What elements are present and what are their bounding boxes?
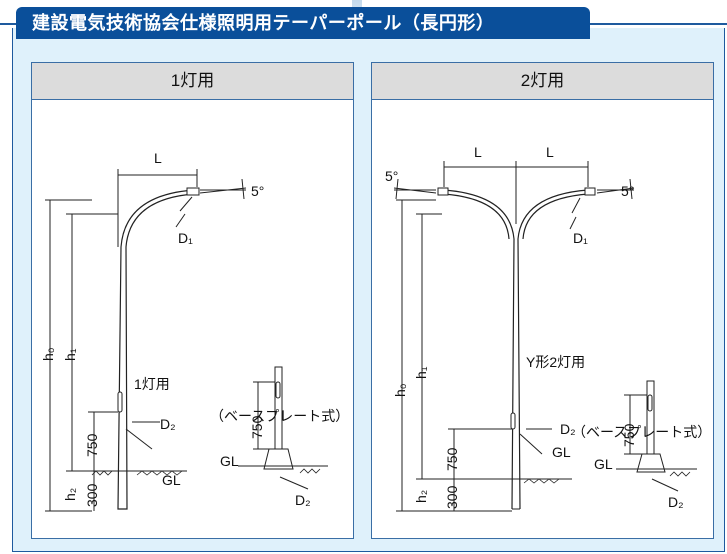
handhole [510, 412, 516, 430]
label-ground: GL [552, 444, 571, 460]
luminaire-left [437, 187, 449, 196]
luminaire [186, 187, 200, 196]
label-tilt: 5° [251, 183, 264, 199]
label-arm-length-left: L [474, 144, 482, 160]
panel-double-light: 2灯用 [371, 62, 714, 539]
label-arm-length: L [154, 150, 162, 166]
label-embed-depth: 300 [444, 485, 460, 509]
label-d2: D₂ [160, 416, 176, 432]
label-bp-d2: D₂ [295, 492, 311, 508]
label-handhole-height: 750 [444, 447, 460, 471]
label-bp-height: 750 [621, 423, 637, 447]
label-h2: h₂ [413, 490, 429, 503]
label-h2: h₂ [62, 488, 78, 501]
handhole [117, 391, 123, 413]
label-bp-height: 750 [249, 415, 265, 439]
double-pole-drawing: L L 5° 5° D₁ Y形2灯用 （ベースプレート式） D₂ GL GL D… [385, 144, 711, 512]
label-bp-d2: D₂ [668, 494, 684, 510]
luminaire-right [584, 187, 596, 196]
label-h1: h₁ [62, 348, 78, 361]
label-tilt-right: 5° [621, 183, 634, 199]
label-d2: D₂ [560, 421, 576, 437]
label-pole-caption: Y形2灯用 [526, 354, 585, 370]
label-bp-ground: GL [594, 456, 613, 472]
label-pole-caption: 1灯用 [134, 376, 170, 392]
label-h0: h₀ [392, 383, 408, 397]
panel-heading: 1灯用 [32, 63, 353, 100]
bp-base [636, 453, 666, 473]
bp-base [263, 448, 294, 470]
label-arm-length-right: L [546, 144, 554, 160]
label-baseplate-caption: （ベースプレート式） [572, 424, 711, 440]
panel-heading: 2灯用 [372, 63, 713, 100]
label-embed-depth: 300 [84, 483, 100, 507]
label-tilt-left: 5° [385, 168, 398, 184]
page-title: 建設電気技術協会仕様照明用テーパーポール（長円形） [16, 7, 590, 39]
label-d1: D₁ [573, 230, 588, 246]
panel-single-light: 1灯用 [31, 62, 354, 539]
label-h1: h₁ [413, 366, 429, 379]
label-handhole-height: 750 [84, 433, 100, 457]
label-baseplate-caption: （ベースプレート式） [210, 408, 349, 424]
label-ground: GL [162, 472, 181, 488]
label-d1: D₁ [178, 230, 193, 246]
bp-pole [646, 380, 655, 459]
label-bp-ground: GL [220, 453, 239, 469]
single-pole-drawing: L 5° D₁ 1灯用 （ベースプレート式） D₂ GL GL D₂ h₀ h₁… [40, 150, 349, 512]
label-h0: h₀ [40, 347, 56, 361]
